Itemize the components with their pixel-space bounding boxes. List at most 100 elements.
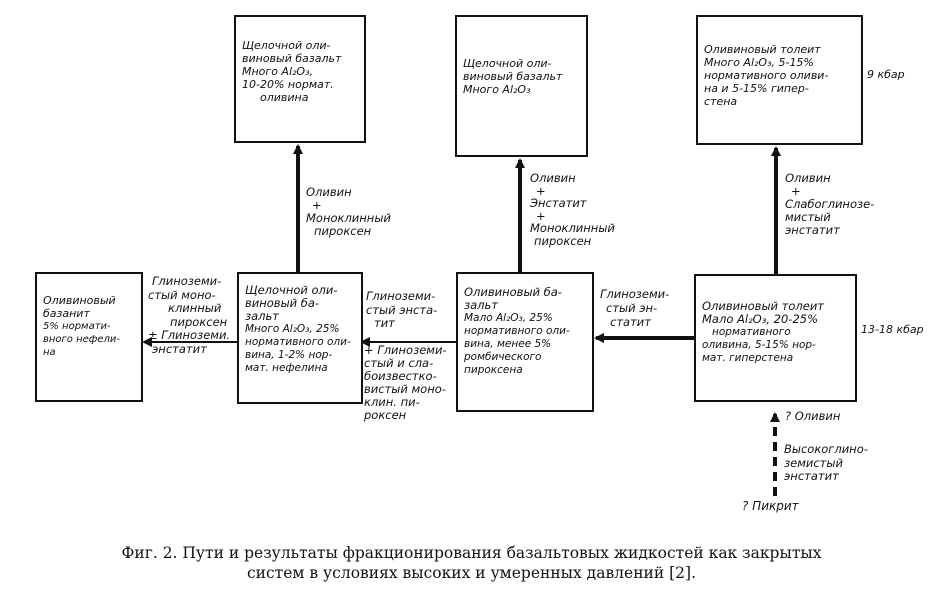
box-line: нормативного оливи- <box>704 69 829 82</box>
box-line: 5% нормати- <box>43 321 111 332</box>
box-line: Много Al₂O₃, 25% <box>245 323 340 335</box>
box-line: на и 5-15% гипер- <box>704 82 809 95</box>
label-line: + Глиноземи- <box>364 343 447 357</box>
label-line: стый моно- <box>148 287 216 302</box>
label-line: тит <box>374 316 395 330</box>
label-line: энстатит <box>152 341 207 356</box>
box-line: Щелочной оли- <box>463 57 552 70</box>
box-text: Щелочной оли- виновый ба- зальт Много Al… <box>245 284 357 375</box>
label-line: Оливин <box>306 185 352 199</box>
pressure-label-9: 9 кбар <box>867 68 905 81</box>
box-text: Оливиновый ба- зальт Мало Al₂O₃, 25% нор… <box>464 286 588 377</box>
label-line: роксен <box>364 408 407 422</box>
label-line: энстатит <box>784 469 839 483</box>
label-line: + <box>312 198 322 212</box>
box-line: Много Al₂O₃, 5-15% <box>704 56 814 69</box>
box-line: Щелочной оли- <box>242 39 331 52</box>
figure-caption-line-1: Фиг. 2. Пути и результаты фракционирован… <box>121 544 822 562</box>
box-line: вного нефели- <box>43 334 120 345</box>
label-line: Глиноземи- <box>366 289 436 303</box>
box-ol-basanite: Оливиновый базанит 5% нормати- вного неф… <box>35 272 143 402</box>
label-line: + <box>791 184 801 198</box>
label-line: Оливин <box>530 171 576 185</box>
label-line: стый и сла- <box>364 356 434 370</box>
box-line: нормативного <box>712 326 791 338</box>
box-ol-tholeiite-top: Оливиновый толеит Много Al₂O₃, 5-15% нор… <box>696 15 863 145</box>
label-line: пироксен <box>170 314 228 329</box>
label-line: ? Пикрит <box>742 499 799 513</box>
label-line: стый эн- <box>606 301 658 315</box>
box-line: виновый базальт <box>242 52 342 65</box>
label-left-1: Глиноземи- стый моно- клинный пироксен ±… <box>148 274 231 356</box>
label-line: боизвестко- <box>364 369 437 383</box>
pressure-label-13-18: 13-18 кбар <box>861 323 924 336</box>
box-line: вина, 1-2% нор- <box>245 349 333 361</box>
label-left-2-bottom: + Глиноземи- стый и сла- боизвестко- вис… <box>364 344 447 422</box>
label-line: статит <box>610 315 651 329</box>
box-alk-basalt-mid-top: Щелочной оли- виновый базальт Много Al₂O… <box>455 15 588 157</box>
box-text: Оливиновый толеит Мало Al₂O₃, 20-25% нор… <box>702 300 851 365</box>
label-line: Оливин <box>785 171 831 185</box>
box-line: зальт <box>464 298 498 312</box>
box-text: Оливиновый базанит 5% нормати- вного неф… <box>43 294 137 359</box>
box-text: Оливиновый толеит Много Al₂O₃, 5-15% нор… <box>704 43 857 108</box>
box-line: базанит <box>43 307 90 320</box>
box-ol-tholeiite-right: Оливиновый толеит Мало Al₂O₃, 20-25% нор… <box>694 274 857 402</box>
label-line: вистый моно- <box>364 382 446 396</box>
box-line: зальт <box>245 309 279 323</box>
label-bottom-enstatite: Высокоглино- земистый энстатит <box>784 442 868 484</box>
box-line: оливина, 5-15% нор- <box>702 339 816 351</box>
label-line: + <box>536 183 546 198</box>
box-alk-basalt-left: Щелочной оли- виновый ба- зальт Много Al… <box>237 272 363 404</box>
box-line: Мало Al₂O₃, 25% <box>464 312 553 324</box>
label-line: Моноклинный <box>306 211 391 225</box>
label-line: Слабоглинозе- <box>785 197 875 211</box>
label-left-3: Глиноземи- стый эн- статит <box>600 287 669 329</box>
box-line: нормативного оли- <box>245 336 351 348</box>
label-line: стый энста- <box>366 302 438 317</box>
box-line: Много Al₂O₃, <box>242 65 313 78</box>
box-line: ромбического <box>464 351 542 363</box>
box-text: Щелочной оли- виновый базальт Много Al₂O… <box>242 39 360 104</box>
box-line: стена <box>704 95 738 108</box>
label-up-1: Оливин + Моноклинный пироксен <box>306 186 391 238</box>
label-line: ? Оливин <box>785 409 841 423</box>
box-line: вина, менее 5% <box>464 338 552 350</box>
label-line: Глиноземи- <box>600 287 670 301</box>
box-line: 10-20% нормат. <box>242 78 334 91</box>
label-line: пироксен <box>534 233 592 248</box>
label-line: Энстатит <box>530 196 587 210</box>
box-line: мат. нефелина <box>245 362 328 374</box>
label-line: земистый <box>784 455 843 470</box>
box-alk-basalt-top: Щелочной оли- виновый базальт Много Al₂O… <box>234 15 366 143</box>
label-line: Моноклинный <box>530 221 615 235</box>
box-line: Оливиновый толеит <box>704 43 821 56</box>
label-line: ± Глиноземи. <box>148 328 231 342</box>
box-line: Оливиновый <box>43 294 116 307</box>
label-left-2-top: Глиноземи- стый энста- тит <box>366 289 438 331</box>
label-bottom-picrite: ? Пикрит <box>742 500 799 513</box>
box-line: виновый ба- <box>245 296 320 310</box>
box-line: Много Al₂O₃ <box>463 83 531 96</box>
label-up-3: Оливин + Слабоглинозе- мистый энстатит <box>785 172 874 237</box>
box-ol-basalt-center: Оливиновый ба- зальт Мало Al₂O₃, 25% нор… <box>456 272 594 412</box>
box-line: Оливиновый толеит <box>702 299 825 313</box>
box-line: Оливиновый ба- <box>464 285 562 299</box>
box-line: Щелочной оли- <box>245 283 338 297</box>
label-up-2: Оливин + Энстатит + Моноклинный пироксен <box>530 172 615 247</box>
label-line: + <box>536 208 546 223</box>
label-line: Высокоглино- <box>784 442 868 456</box>
box-line: пироксена <box>464 364 523 376</box>
box-line: нормативного оли- <box>464 325 570 337</box>
figure-caption-line-2: систем в условиях высоких и умеренных да… <box>246 564 697 582</box>
label-line: пироксен <box>314 224 372 238</box>
label-line: энстатит <box>785 223 840 237</box>
box-line: на <box>43 347 56 358</box>
label-line: клин. пи- <box>364 395 420 409</box>
box-line: Мало Al₂O₃, 20-25% <box>702 312 818 326</box>
box-line: оливина <box>260 91 309 104</box>
box-line: мат. гиперстена <box>702 352 794 364</box>
box-line: виновый базальт <box>463 70 563 83</box>
label-line: клинный <box>168 301 222 315</box>
box-text: Щелочной оли- виновый базальт Много Al₂O… <box>463 57 582 96</box>
